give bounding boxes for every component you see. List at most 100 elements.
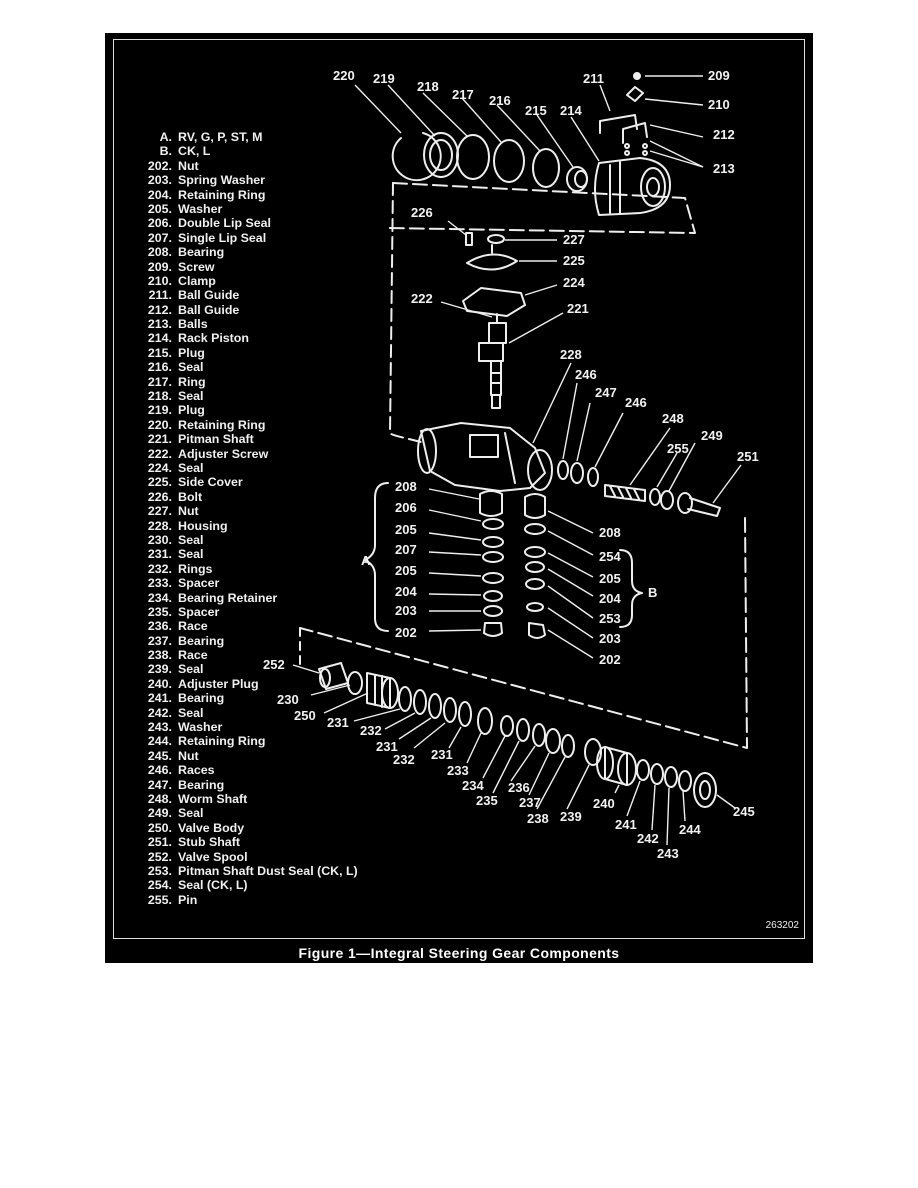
part-210-clamp: [626, 86, 644, 102]
legend-item-number: 224.: [147, 460, 172, 475]
part-233-spacer: [477, 707, 493, 735]
legend-item: 205.Washer: [130, 202, 358, 216]
legend-item-name: Plug: [178, 403, 205, 418]
part-242-seal: [650, 763, 664, 785]
callout-227: 227: [563, 232, 585, 247]
legend-item-number: 238.: [147, 648, 172, 663]
assembly-outline-top-right: [386, 182, 696, 234]
figure-frame: [113, 39, 805, 939]
callout-244: 244: [679, 822, 701, 837]
legend-item-number: 236.: [147, 619, 172, 634]
callout-237: 237: [519, 795, 541, 810]
part-250-valve-body: [366, 672, 399, 709]
legend-item-number: 227.: [147, 504, 172, 519]
callout-235: 235: [476, 793, 498, 808]
callout-231-a: 231: [327, 715, 349, 730]
legend-item: 233.Spacer: [130, 576, 358, 590]
part-231-seal-a: [398, 686, 412, 712]
part-230-seal: [347, 671, 363, 695]
part-246-race-2: [587, 467, 599, 487]
callout-248: 248: [662, 411, 684, 426]
legend-item-number: 220.: [147, 417, 172, 432]
legend-item: 242.Seal: [130, 706, 358, 720]
legend-item-name: Spring Washer: [178, 173, 265, 188]
callout-b-203: 203: [599, 631, 621, 646]
legend-item-name: Seal: [178, 547, 204, 562]
legend-item: 250.Valve Body: [130, 821, 358, 835]
part-240-adjuster-plug: [596, 746, 637, 786]
legend-item: 219.Plug: [130, 403, 358, 417]
legend-item: 234.Bearing Retainer: [130, 591, 358, 605]
legend-item-name: Rack Piston: [178, 331, 249, 346]
callout-212: 212: [713, 127, 735, 142]
legend-item: 235.Spacer: [130, 605, 358, 619]
assembly-outline-right: [299, 517, 748, 749]
legend-item-number: 231.: [147, 547, 172, 562]
figure-caption: Figure 1—Integral Steering Gear Componen…: [298, 945, 620, 961]
legend-item: 231. Seal: [130, 547, 358, 561]
legend-item-name: Seal: [178, 360, 204, 375]
legend-item-number: 208.: [147, 245, 172, 260]
legend-item-number: 241.: [147, 691, 172, 706]
part-249-seal: [660, 490, 674, 510]
group-label-a: A: [361, 553, 371, 568]
legend-item-number: 222.: [147, 446, 172, 461]
callout-255: 255: [667, 441, 689, 456]
legend-item-name: Races: [178, 763, 215, 778]
callout-a-208: 208: [395, 479, 417, 494]
group-label-b: B: [648, 585, 657, 600]
legend-item-name: Seal: [178, 662, 204, 677]
part-238-race: [561, 734, 575, 758]
legend-item-number: 249.: [147, 806, 172, 821]
legend-item-name: Washer: [178, 720, 223, 735]
legend-item-name: Screw: [178, 259, 215, 274]
legend-item-number: 247.: [147, 777, 172, 792]
callout-b-254: 254: [599, 549, 621, 564]
legend-item: 251.Stub Shaft: [130, 835, 358, 849]
legend-item-name: Bolt: [178, 489, 203, 504]
legend-item-name: Pitman Shaft: [178, 432, 254, 447]
part-218-seal: [456, 134, 490, 180]
brace-a: [364, 482, 389, 632]
legend-item-name: Single Lip Seal: [178, 230, 267, 245]
callout-213: 213: [713, 161, 735, 176]
callout-250: 250: [294, 708, 316, 723]
legend-item: 217.Ring: [130, 375, 358, 389]
legend-item-name: Ball Guide: [178, 288, 240, 303]
callout-245: 245: [733, 804, 755, 819]
legend-item-name: Seal (CK, L): [178, 878, 248, 893]
callout-224: 224: [563, 275, 585, 290]
callout-215: 215: [525, 103, 547, 118]
legend-item: 237.Bearing: [130, 634, 358, 648]
brace-b: [619, 549, 643, 628]
legend-item: 240.Adjuster Plug: [130, 677, 358, 691]
callout-225: 225: [563, 253, 585, 268]
part-stack-b: [524, 493, 546, 639]
part-245-nut: [693, 772, 717, 808]
callout-240: 240: [593, 796, 615, 811]
legend-item-number: 245.: [147, 748, 172, 763]
legend-item: 227.Nut: [130, 504, 358, 518]
legend-item-name: Bearing: [178, 777, 225, 792]
legend-item-number: 230.: [147, 532, 172, 547]
legend-item-name: Valve Spool: [178, 849, 248, 864]
callout-232-b: 232: [393, 752, 415, 767]
legend-item-number: 255.: [147, 892, 172, 907]
legend-item-name: Seal: [178, 460, 204, 475]
legend-item-number: 204.: [147, 187, 172, 202]
legend-item: 208.Bearing: [130, 245, 358, 259]
legend-item-name: Bearing: [178, 691, 225, 706]
callout-a-205: 205: [395, 522, 417, 537]
legend-item-name: Retaining Ring: [178, 734, 266, 749]
legend-item: 210.Clamp: [130, 274, 358, 288]
legend-item-number: 203.: [147, 173, 172, 188]
legend-item: 203. Spring Washer: [130, 173, 358, 187]
part-220-retaining-ring: [391, 132, 442, 182]
legend-item-number: 213.: [147, 317, 172, 332]
legend-item: 230.Seal: [130, 533, 358, 547]
legend-item-name: Ring: [178, 374, 206, 389]
callout-230: 230: [277, 692, 299, 707]
legend-item-number: 205.: [147, 201, 172, 216]
legend-item: 255.Pin: [130, 893, 358, 907]
callout-251: 251: [737, 449, 759, 464]
